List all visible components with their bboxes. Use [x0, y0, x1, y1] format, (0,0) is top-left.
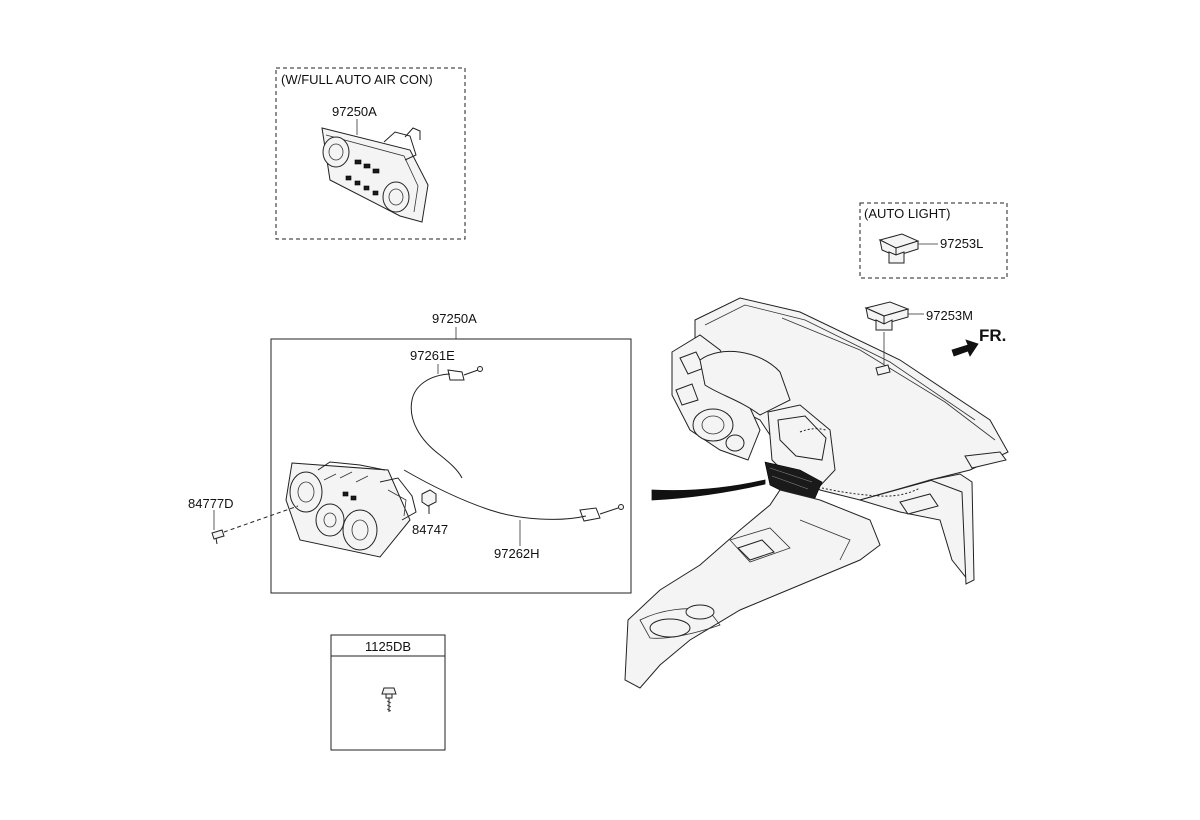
full-auto-control-label: 97250A: [332, 104, 377, 119]
cable-upper: [410, 366, 483, 479]
arrow-right-icon: [951, 339, 979, 357]
main-assembly-label: 97250A: [432, 311, 477, 326]
bolt-part: [381, 687, 397, 712]
photo-sensor-label: 97253M: [926, 308, 973, 323]
callout-arrow: [651, 479, 766, 501]
clip-part: [421, 489, 437, 514]
cable-lower: [403, 469, 624, 522]
bolt-box-border: [330, 634, 446, 751]
full-auto-control-panel: [321, 127, 429, 223]
cable-lower-label: 97262H: [494, 546, 540, 561]
full-auto-box-border: [275, 67, 466, 240]
clip-label: 84747: [412, 522, 448, 537]
front-label: FR.: [979, 326, 1006, 345]
heater-control-panel: [285, 461, 417, 558]
main-assembly-group: 97250A 84777D: [188, 311, 632, 594]
auto-light-caption: (AUTO LIGHT): [864, 206, 950, 221]
auto-light-sensor: [878, 233, 920, 264]
screw-label: 84777D: [188, 496, 234, 511]
bolt-caption: 1125DB: [365, 639, 411, 654]
auto-light-box-border: [859, 202, 1008, 279]
photo-sensor-group: 97253M: [864, 301, 973, 364]
bolt-group: 1125DB: [330, 634, 446, 751]
auto-light-group: (AUTO LIGHT) 97253L: [859, 202, 1008, 279]
full-auto-caption: (W/FULL AUTO AIR CON): [281, 72, 433, 87]
dashboard-illustration: [624, 297, 1009, 689]
screw-leader: [223, 505, 299, 533]
photo-sensor-part: [864, 301, 910, 331]
screw-part: [211, 529, 225, 545]
cable-upper-label: 97261E: [410, 348, 455, 363]
full-auto-aircon-group: (W/FULL AUTO AIR CON) 97250A: [275, 67, 466, 240]
front-direction-indicator: FR.: [951, 326, 1006, 357]
auto-light-sensor-label: 97253L: [940, 236, 983, 251]
main-assembly-box-border: [270, 338, 632, 594]
